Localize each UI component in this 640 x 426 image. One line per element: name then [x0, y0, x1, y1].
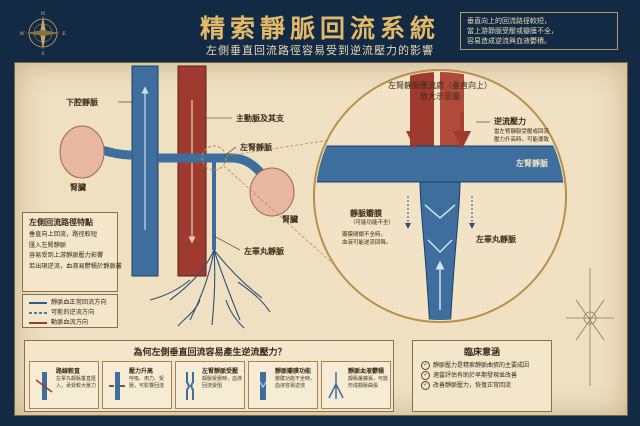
- vertical-path-icon: [35, 372, 53, 400]
- why-box: 為何左側垂直回流容易產生逆流壓力？ 路線較直 左睪丸靜脈垂直匯入，承受較大壓力 …: [24, 340, 394, 412]
- legend-item: 靜脈血正常回流方向: [29, 298, 111, 308]
- zoom-reflux-pressure: 逆流壓力: [494, 116, 526, 126]
- venous-plexus: [149, 249, 271, 329]
- page-title: 精索靜脈回流系統: [199, 14, 440, 43]
- label-left-testicular-vein: 左睪丸靜脈: [244, 246, 284, 256]
- compass-s: S: [41, 51, 45, 56]
- cause-card: 左腎靜脈受壓 靜脈受壓時，血液回流受阻: [175, 361, 245, 409]
- cause-card: 路線較直 左睪丸靜脈垂直匯入，承受較大壓力: [29, 361, 99, 409]
- zoom-reflux-desc: 當左腎靜脈受壓或回流: [494, 129, 550, 135]
- zoom-valve-desc: 瓣膜閉鎖不全時，: [342, 232, 387, 238]
- label-ivc: 下腔靜脈: [66, 97, 98, 107]
- zoom-valve-sub: （可能功能不全）: [350, 220, 395, 226]
- cause-card-title: 靜脈血液鬱積: [348, 368, 385, 375]
- compass-e: E: [62, 31, 66, 37]
- cause-card: 靜脈血液鬱積 靜脈叢擴張，可能形成靜脈曲張: [321, 361, 391, 409]
- why-heading: 為何左側垂直回流容易產生逆流壓力？: [133, 348, 287, 358]
- left-renal-vein: [158, 153, 269, 181]
- cause-card: 靜脈瓣膜功能 瓣膜功能不全時，血液容易逆流: [248, 361, 318, 409]
- clinical-item: ✓適當評估有助於早期發現並改善: [421, 371, 543, 381]
- compass-rose-icon: N S E W: [20, 11, 66, 56]
- cause-card-desc: 呼吸、用力、受壓，可影響回流: [129, 376, 165, 389]
- page-subtitle: 左側垂直回流路徑容易受到逆流壓力的影響: [206, 44, 434, 57]
- legend-swatch-reflux: [29, 312, 47, 314]
- features-item: 若出現逆流，血液易鬱積於靜脈叢: [29, 262, 122, 270]
- top-note-line: 容易造成逆流與血液鬱積。: [467, 37, 551, 45]
- legend-item: 動脈血流方向: [29, 318, 111, 328]
- clinical-item: ✓改善靜脈壓力，恢復正常回流: [421, 381, 543, 391]
- check-icon: ✓: [421, 361, 430, 370]
- zoom-subtitle: 放大示意圖: [420, 92, 460, 101]
- label-left-renal-vein: 左腎靜脈: [240, 142, 272, 152]
- check-icon: ✓: [421, 371, 430, 380]
- zoom-testicular-vein: [419, 181, 461, 320]
- cause-card-title: 路線較直: [56, 368, 81, 375]
- cause-card-title: 靜脈瓣膜功能: [275, 368, 312, 375]
- features-box: 左側回流路徑特點 垂直向上回流，路徑較短 匯入左腎靜脈 容易受到上游靜脈壓力影響…: [22, 212, 122, 292]
- cause-card-title: 左腎靜脈受壓: [202, 368, 239, 375]
- zoom-valve-title: 靜脈瓣膜: [350, 208, 382, 218]
- sketch-figure: [566, 268, 614, 386]
- label-kidney-left: 腎臟: [70, 182, 86, 192]
- pressure-icon: [109, 372, 125, 400]
- cause-card-desc: 左睪丸靜脈垂直匯入，承受較大壓力: [56, 376, 97, 389]
- cause-card-desc: 瓣膜功能不全時，血液容易逆流: [275, 376, 316, 389]
- features-heading: 左側回流路徑特點: [29, 217, 93, 227]
- label-aorta: 主動脈及其支: [236, 113, 284, 123]
- top-note: 垂直向上的回流路徑較短， 當上游靜脈受壓或瓣膜不全， 容易造成逆流與血液鬱積。: [460, 12, 618, 50]
- zoom-title: 左腎靜脈匯流處（垂直向上）: [388, 81, 492, 90]
- label-kidney-right: 腎臟: [282, 214, 298, 224]
- cause-card-desc: 靜脈叢擴張，可能形成靜脈曲張: [348, 376, 389, 389]
- clinical-heading: 臨床意涵: [463, 348, 500, 358]
- legend-item: 可能的逆流方向: [29, 308, 111, 318]
- kidney-right-icon: [249, 167, 295, 217]
- cause-card: 壓力升高 呼吸、用力、受壓，可影響回流: [102, 361, 172, 409]
- check-icon: ✓: [421, 381, 430, 390]
- features-item: 匯入左腎靜脈: [29, 241, 67, 249]
- compressed-vein-icon: [186, 372, 194, 400]
- top-note-line: 當上游靜脈受壓或瓣膜不全，: [467, 27, 558, 35]
- clinical-item: ✓靜脈壓力是精索靜脈曲張的主要成因: [421, 361, 543, 371]
- compass-n: N: [41, 11, 46, 17]
- top-note-line: 垂直向上的回流路徑較短，: [467, 17, 551, 25]
- kidney-left-icon: [59, 125, 105, 179]
- cause-card-desc: 靜脈受壓時，血液回流受阻: [202, 376, 243, 389]
- legend-box: 靜脈血正常回流方向 可能的逆流方向 動脈血流方向: [22, 294, 118, 328]
- legend-swatch-artery: [29, 322, 47, 324]
- valve-icon: [259, 372, 267, 400]
- clinical-box: 臨床意涵 ✓靜脈壓力是精索靜脈曲張的主要成因 ✓適當評估有助於早期發現並改善 ✓…: [412, 340, 552, 412]
- legend-swatch-vein: [29, 302, 47, 304]
- zoom-reflux-desc: 壓力升高時，可能導致: [494, 137, 550, 143]
- zoom-testicular-vein-label: 左睪丸靜脈: [476, 234, 516, 244]
- features-item: 垂直向上回流，路徑較短: [29, 231, 98, 238]
- features-item: 容易受到上游靜脈壓力影響: [29, 252, 104, 260]
- cause-card-title: 壓力升高: [129, 368, 154, 375]
- zoom-renal-vein-label: 左腎靜脈: [516, 158, 548, 168]
- compass-w: W: [20, 31, 25, 37]
- zoom-title-block: 左腎靜脈匯流處（垂直向上） 放大示意圖: [380, 80, 500, 102]
- zoom-valve-desc: 血液可能逆流回降。: [342, 240, 392, 246]
- plexus-icon: [328, 372, 344, 399]
